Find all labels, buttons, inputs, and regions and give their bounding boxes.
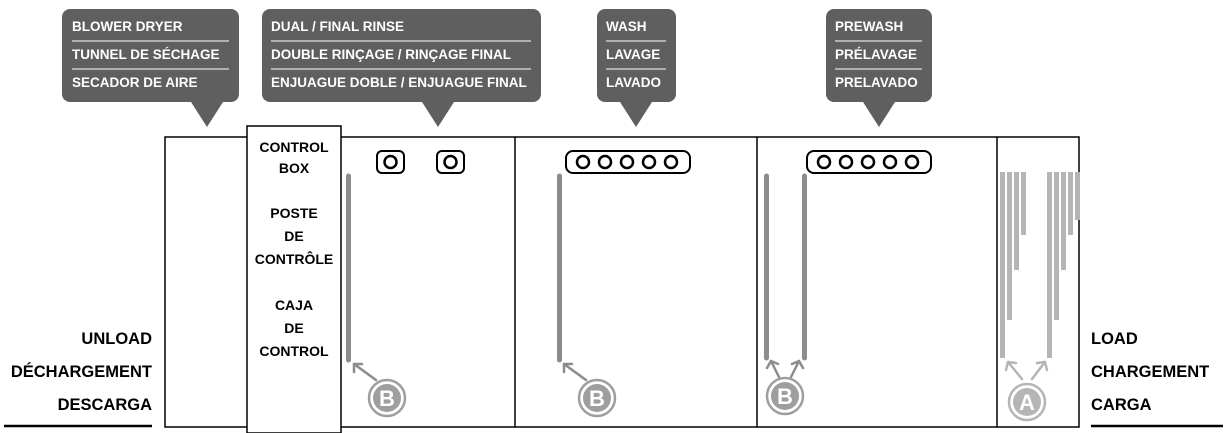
unload-fr: DÉCHARGEMENT <box>11 362 152 381</box>
rinse-nozzles <box>376 150 465 174</box>
callout-blower-dryer: BLOWER DRYER TUNNEL DE SÉCHAGE SECADOR D… <box>62 9 239 127</box>
unload-label: UNLOAD DÉCHARGEMENT DESCARGA <box>4 330 153 428</box>
control-box-es-3: CONTROL <box>259 343 329 359</box>
callout-prewash-line-3: PRELAVADO <box>835 75 918 90</box>
badge-wash: B <box>577 378 617 418</box>
badge-arrows <box>352 359 1049 382</box>
load-label: LOAD CHARGEMENT CARGA <box>1091 330 1223 428</box>
callout-rinse-line-1: DUAL / FINAL RINSE <box>271 19 404 34</box>
callout-wash-line-1: WASH <box>606 19 647 34</box>
callout-prewash-line-1: PREWASH <box>835 19 903 34</box>
control-box-fr-3: CONTRÔLE <box>255 250 334 267</box>
callout-rinse-line-3: ENJUAGUE DOBLE / ENJUAGUE FINAL <box>271 75 527 90</box>
load-fr: CHARGEMENT <box>1091 363 1209 381</box>
control-box-en-2: BOX <box>279 160 310 176</box>
machine-outline <box>164 136 1080 428</box>
prewash-nozzle-bar <box>806 150 932 174</box>
nozzle-icon <box>383 154 398 170</box>
unload-es: DESCARGA <box>58 396 153 414</box>
callout-blower-line-3: SECADOR DE AIRE <box>72 75 198 90</box>
prewash-pipes <box>764 173 807 361</box>
load-en: LOAD <box>1091 330 1138 348</box>
load-es: CARGA <box>1091 396 1152 414</box>
control-box-fr-1: POSTE <box>270 205 317 221</box>
control-box-es-2: DE <box>284 320 303 336</box>
badge-prewash-letter: B <box>777 384 793 409</box>
nozzle-icon <box>443 154 458 170</box>
badge-load-letter: A <box>1019 390 1035 415</box>
badge-rinse-letter: B <box>379 386 395 411</box>
control-box-en-1: CONTROL <box>259 139 329 155</box>
callout-prewash: PREWASH PRÉLAVAGE PRELAVADO <box>826 9 932 127</box>
callout-blower-line-1: BLOWER DRYER <box>72 19 183 34</box>
callout-wash-line-2: LAVAGE <box>606 47 660 62</box>
callout-dual-final-rinse: DUAL / FINAL RINSE DOUBLE RINÇAGE / RINÇ… <box>262 9 541 127</box>
badge-wash-letter: B <box>589 386 605 411</box>
callout-prewash-line-2: PRÉLAVAGE <box>835 47 917 62</box>
callout-wash: WASH LAVAGE LAVADO <box>597 9 676 127</box>
badge-prewash: B <box>765 376 805 416</box>
callout-rinse-line-2: DOUBLE RINÇAGE / RINÇAGE FINAL <box>271 47 511 62</box>
unload-en: UNLOAD <box>81 330 152 348</box>
load-pipes <box>1000 172 1080 358</box>
callout-blower-line-2: TUNNEL DE SÉCHAGE <box>72 47 220 62</box>
wash-nozzle-bar <box>565 150 691 174</box>
control-box-column: CONTROL BOX POSTE DE CONTRÔLE CAJA DE CO… <box>246 125 342 433</box>
control-box-es-1: CAJA <box>275 297 313 313</box>
badge-load: A <box>1007 382 1047 422</box>
control-box-fr-2: DE <box>284 228 303 244</box>
callout-wash-line-3: LAVADO <box>606 75 661 90</box>
badge-rinse: B <box>367 378 407 418</box>
